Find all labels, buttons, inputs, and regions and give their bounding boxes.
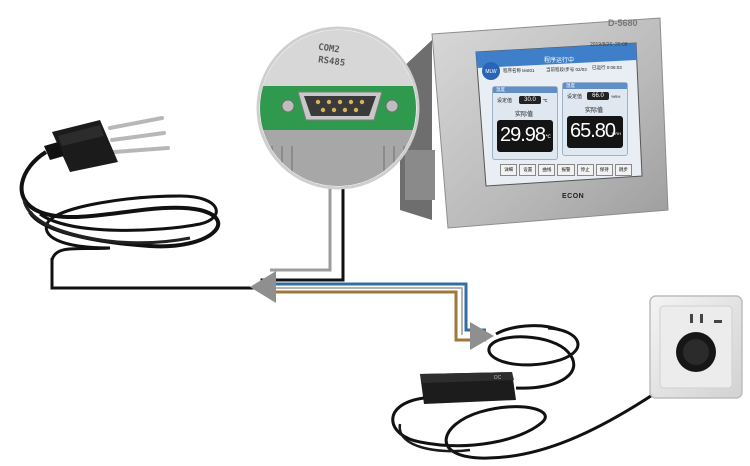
temp-setpoint-unit: ℃ — [543, 98, 548, 103]
device-brand-label: ECON — [562, 193, 585, 200]
adapter-output-cable — [487, 326, 580, 390]
sensor-pin — [110, 131, 166, 142]
sensor-cable-gland — [44, 142, 64, 160]
screen-button-stop[interactable]: 停止 — [576, 164, 594, 176]
temp-setpoint-value: 30.0 — [519, 96, 541, 104]
humidity-panel: 湿度 设定值 66.0 %RH 实际值 65.80 %RH — [562, 82, 628, 156]
adapter-input-cable — [391, 351, 696, 460]
screen-button-curve[interactable]: 曲线 — [538, 164, 556, 176]
sensor-cable-tail — [50, 246, 111, 261]
temp-setpoint-label: 设定值 — [497, 98, 513, 104]
cable-black-sensor — [50, 258, 262, 290]
humidity-header: 湿度 — [563, 83, 627, 89]
temp-actual-unit: ℃ — [545, 134, 551, 140]
screen-button-skip[interactable]: 跳步 — [614, 164, 632, 176]
sensor-pin — [108, 116, 164, 130]
wiring — [50, 178, 494, 350]
adapter-output-cable — [495, 324, 561, 336]
humidity-actual-unit: %RH — [611, 131, 621, 136]
adapter-input-cable — [398, 423, 471, 453]
screen-segment-line: 当前程段/步号 02/03 — [546, 67, 587, 72]
arrow-left-icon — [250, 271, 276, 303]
adapter-label: DC — [494, 375, 502, 381]
humidity-actual-label: 实际值 — [585, 108, 604, 114]
power-adapter — [391, 324, 696, 460]
screen-datetime: 2019/8/26 20:08 — [590, 42, 628, 48]
temp-panel: 温度 设定值 30.0 ℃ 实际值 29.98 ℃ — [492, 86, 558, 160]
soil-sensor — [19, 116, 221, 261]
device-model-label: D-5680 — [608, 18, 638, 28]
screen-status-title: 程序运行中 — [544, 58, 575, 64]
humidity-setpoint-unit: %RH — [611, 94, 621, 99]
humidity-setpoint-label: 设定值 — [567, 94, 583, 100]
sensor-pin — [112, 146, 170, 154]
plug-face — [683, 339, 709, 365]
screen-title-bar — [476, 43, 637, 68]
screen-program-line: 程序名称 test01 — [503, 68, 535, 73]
cable-brown — [272, 290, 486, 342]
humidity-actual-display: 65.80 %RH — [567, 116, 623, 148]
socket-slot — [700, 314, 703, 323]
db9-screw — [281, 99, 295, 113]
db9-insert — [304, 96, 376, 116]
temp-actual-display: 29.98 ℃ — [497, 120, 553, 152]
socket-slot — [714, 320, 722, 323]
temp-actual-label: 实际值 — [515, 112, 534, 118]
device-side-panel — [405, 150, 435, 200]
adapter-top-face — [420, 372, 514, 383]
cable-gray-thin — [272, 287, 463, 335]
screen-elapsed-line: 已运行 0:06:03 — [592, 65, 622, 70]
screen-button-hold[interactable]: 保持 — [595, 164, 613, 176]
temp-header: 温度 — [493, 87, 557, 93]
sensor-cable-coil — [22, 199, 191, 245]
screen-button-alarm[interactable]: 报警 — [557, 164, 575, 176]
temp-actual-value: 29.98 — [500, 124, 546, 146]
screen-button-bar: 详细 设置 曲线 报警 停止 保持 跳步 — [500, 164, 632, 176]
humidity-setpoint-value: 66.0 — [587, 92, 609, 100]
brand-logo-text: MLW — [485, 69, 497, 75]
screen-button-details[interactable]: 详细 — [500, 164, 518, 176]
socket-slot — [690, 314, 693, 323]
cable-gray — [270, 178, 332, 272]
sensor-label — [58, 125, 104, 146]
wall-socket — [649, 295, 743, 399]
arrow-right-icon — [470, 322, 494, 350]
brand-logo-icon — [482, 62, 500, 80]
screen-button-settings[interactable]: 设置 — [519, 164, 537, 176]
humidity-actual-value: 65.80 — [570, 120, 616, 142]
db9-screw — [385, 99, 399, 113]
sensor-cable-coil — [39, 194, 218, 250]
